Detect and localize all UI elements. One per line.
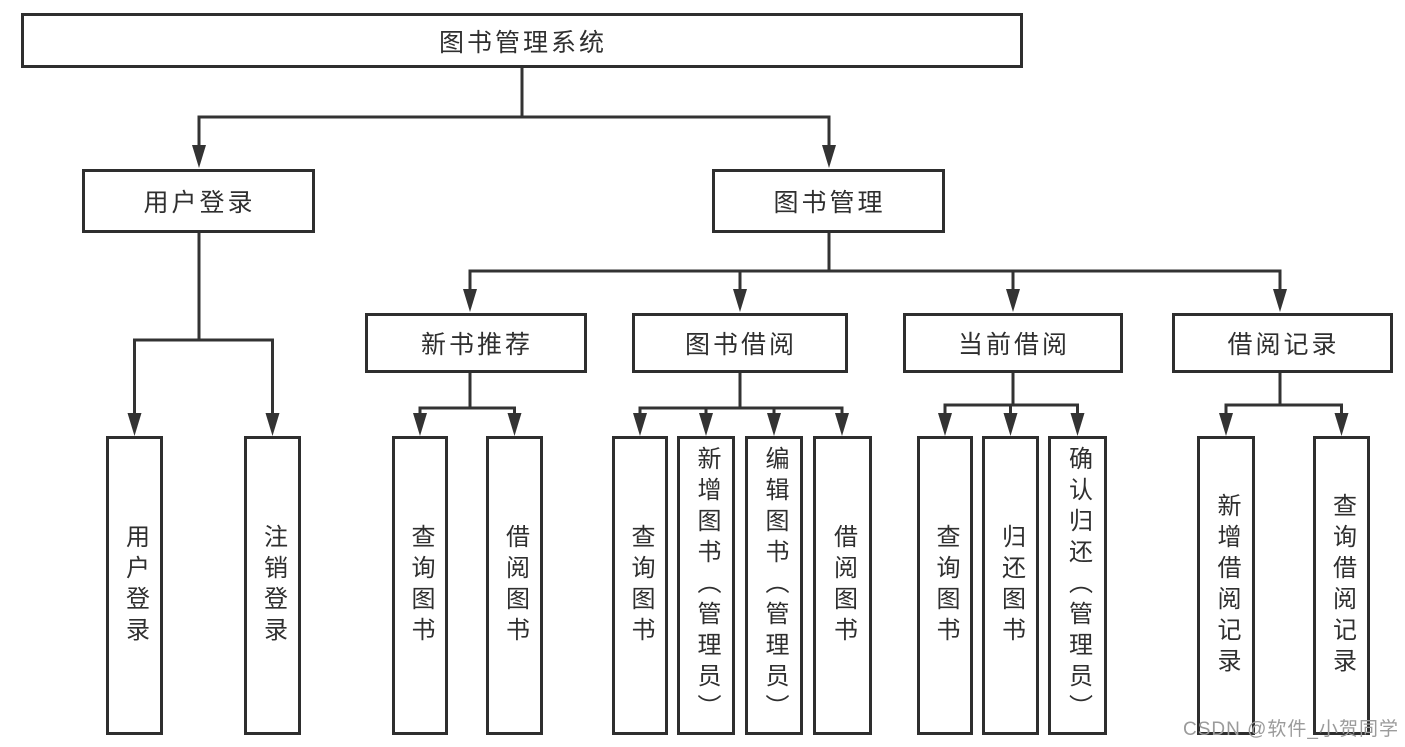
leaf-borrowing-add-books-admin-label: 新增图书（管理员） [693, 446, 720, 725]
node-root: 图书管理系统 [21, 13, 1023, 68]
leaf-current-confirm-return-admin: 确认归还（管理员） [1048, 436, 1107, 735]
leaf-records-add-borrow-record-label: 新增借阅记录 [1213, 492, 1240, 679]
leaf-records-add-borrow-record: 新增借阅记录 [1197, 436, 1255, 735]
node-user-login: 用户登录 [82, 169, 315, 233]
node-user-login-label: 用户登录 [143, 189, 256, 217]
node-borrowing-records: 借阅记录 [1172, 313, 1393, 373]
leaf-logout-label: 注销登录 [259, 523, 287, 648]
node-borrowing-records-label: 借阅记录 [1227, 331, 1340, 359]
leaf-logout: 注销登录 [244, 436, 301, 735]
leaf-borrowing-query-books-label: 查询图书 [627, 523, 654, 648]
node-book-management-label: 图书管理 [773, 189, 886, 217]
node-current-borrowing-label: 当前借阅 [957, 331, 1070, 359]
leaf-records-query-borrow-record-label: 查询借阅记录 [1328, 492, 1356, 679]
leaf-user-login-label: 用户登录 [121, 523, 149, 648]
leaf-current-confirm-return-admin-label: 确认归还（管理员） [1064, 446, 1092, 725]
leaf-recommend-query-books-label: 查询图书 [407, 523, 434, 648]
leaf-borrowing-edit-books-admin: 编辑图书（管理员） [745, 436, 803, 735]
leaf-borrowing-add-books-admin: 新增图书（管理员） [677, 436, 735, 735]
leaf-borrowing-query-books: 查询图书 [612, 436, 668, 735]
leaf-borrowing-borrow-books-label: 借阅图书 [829, 523, 857, 648]
node-new-book-recommendation-label: 新书推荐 [420, 331, 533, 359]
node-book-borrowing: 图书借阅 [632, 313, 848, 373]
node-book-management: 图书管理 [712, 169, 945, 233]
leaf-records-query-borrow-record: 查询借阅记录 [1313, 436, 1370, 735]
watermark: CSDN @软件_小贺同学 [1183, 719, 1399, 740]
leaf-recommend-borrow-books: 借阅图书 [486, 436, 543, 735]
leaf-current-return-books-label: 归还图书 [997, 523, 1025, 648]
leaf-current-query-books: 查询图书 [917, 436, 973, 735]
node-current-borrowing: 当前借阅 [903, 313, 1123, 373]
node-new-book-recommendation: 新书推荐 [365, 313, 587, 373]
leaf-borrowing-edit-books-admin-label: 编辑图书（管理员） [761, 446, 788, 725]
leaf-borrowing-borrow-books: 借阅图书 [813, 436, 872, 735]
node-book-borrowing-label: 图书借阅 [684, 331, 797, 359]
leaf-recommend-borrow-books-label: 借阅图书 [501, 523, 529, 648]
node-root-label: 图书管理系统 [438, 28, 607, 57]
leaf-user-login: 用户登录 [106, 436, 163, 735]
leaf-current-return-books: 归还图书 [982, 436, 1039, 735]
leaf-recommend-query-books: 查询图书 [392, 436, 448, 735]
leaf-current-query-books-label: 查询图书 [932, 523, 959, 648]
